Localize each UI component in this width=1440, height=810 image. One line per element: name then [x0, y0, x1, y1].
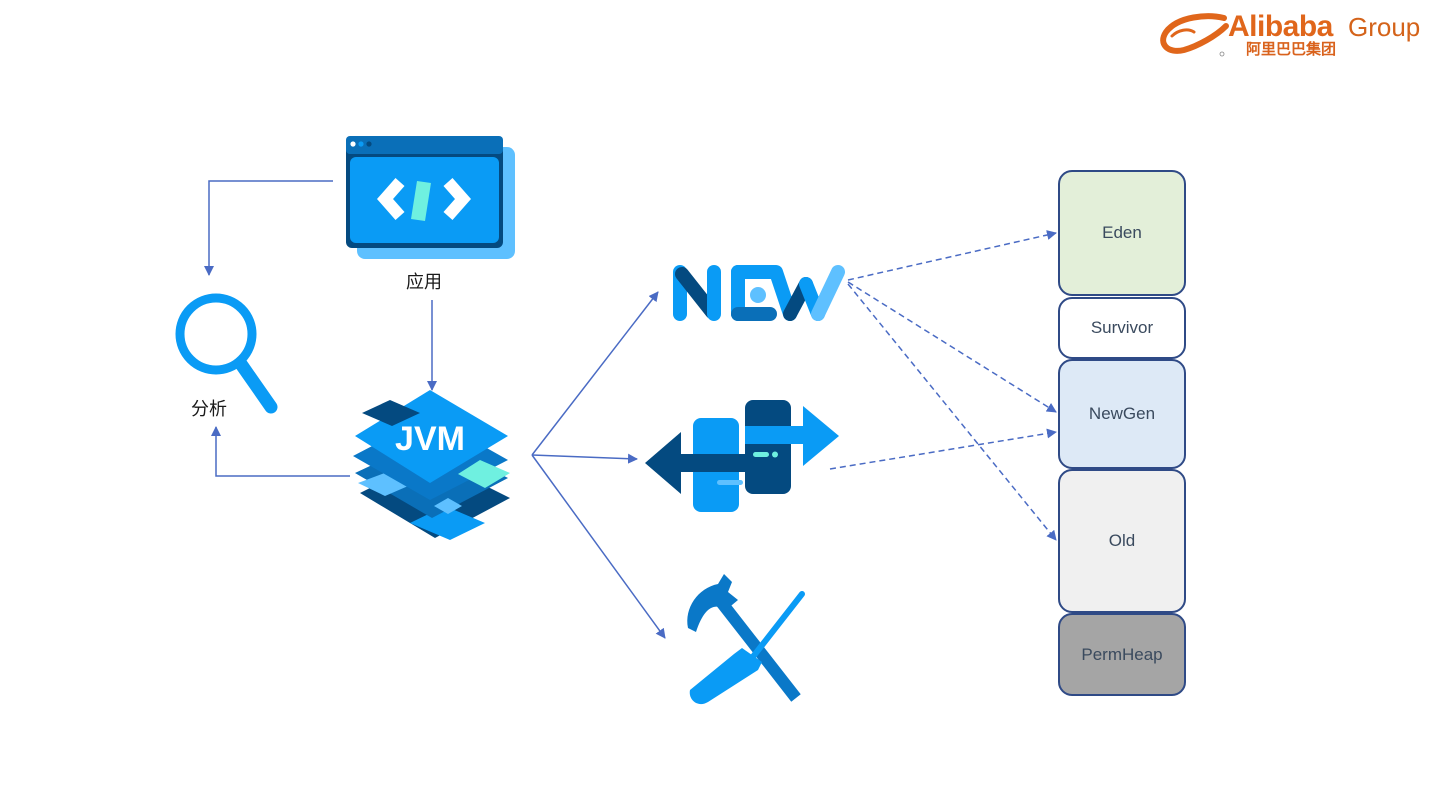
heap-region-label: Eden — [1102, 223, 1142, 242]
heap-region-permheap[interactable]: PermHeap — [1058, 613, 1186, 696]
analyze-label: 分析 — [191, 399, 227, 420]
edge-transfer-to-newgen — [829, 428, 1057, 470]
app-node[interactable] — [345, 135, 517, 261]
hammer-screwdriver-icon — [687, 574, 805, 705]
new-badge-icon — [673, 265, 845, 321]
new-node[interactable] — [670, 262, 850, 324]
edge-jvm-to-transfer — [531, 453, 638, 464]
transfer-node[interactable] — [645, 398, 840, 513]
brand-cn: 阿里巴巴集团 — [1246, 40, 1337, 58]
brand-suffix: Group — [1348, 12, 1421, 42]
heap-region-label: Old — [1108, 531, 1136, 550]
alibaba-swoosh-icon — [1160, 13, 1229, 57]
jvm-text: JVM — [395, 420, 465, 458]
server-transfer-icon — [645, 400, 839, 512]
edge-new-to-newgen — [847, 281, 1057, 413]
edge-jvm-to-analyze — [211, 426, 350, 477]
code-window-icon — [346, 136, 515, 259]
heap-region-label: Survivor — [1090, 318, 1154, 337]
heap-region-label: PermHeap — [1081, 644, 1163, 664]
tools-node[interactable] — [680, 570, 810, 710]
edge-jvm-to-new — [531, 291, 659, 456]
app-label: 应用 — [406, 272, 442, 293]
edge-new-to-eden — [847, 230, 1057, 281]
heap-region-eden[interactable]: Eden — [1058, 170, 1186, 296]
heap-region-label: NewGen — [1088, 404, 1156, 423]
heap-region-survivor[interactable]: Survivor — [1058, 297, 1186, 359]
magnifier-icon — [175, 293, 278, 414]
analyze-node[interactable] — [175, 293, 280, 415]
edge-app-to-analyze — [204, 180, 333, 276]
jvm-node[interactable]: JVM — [350, 388, 515, 548]
heap-region-newgen[interactable]: NewGen — [1058, 359, 1186, 469]
alibaba-group-logo: Alibaba Group 阿里巴巴集团 — [1158, 8, 1428, 60]
heap-region-old[interactable]: Old — [1058, 469, 1186, 613]
edge-jvm-to-tools — [531, 454, 666, 639]
brand-word: Alibaba — [1228, 10, 1333, 43]
layered-stack-icon: JVM — [353, 390, 510, 540]
edge-new-to-old — [847, 283, 1057, 541]
